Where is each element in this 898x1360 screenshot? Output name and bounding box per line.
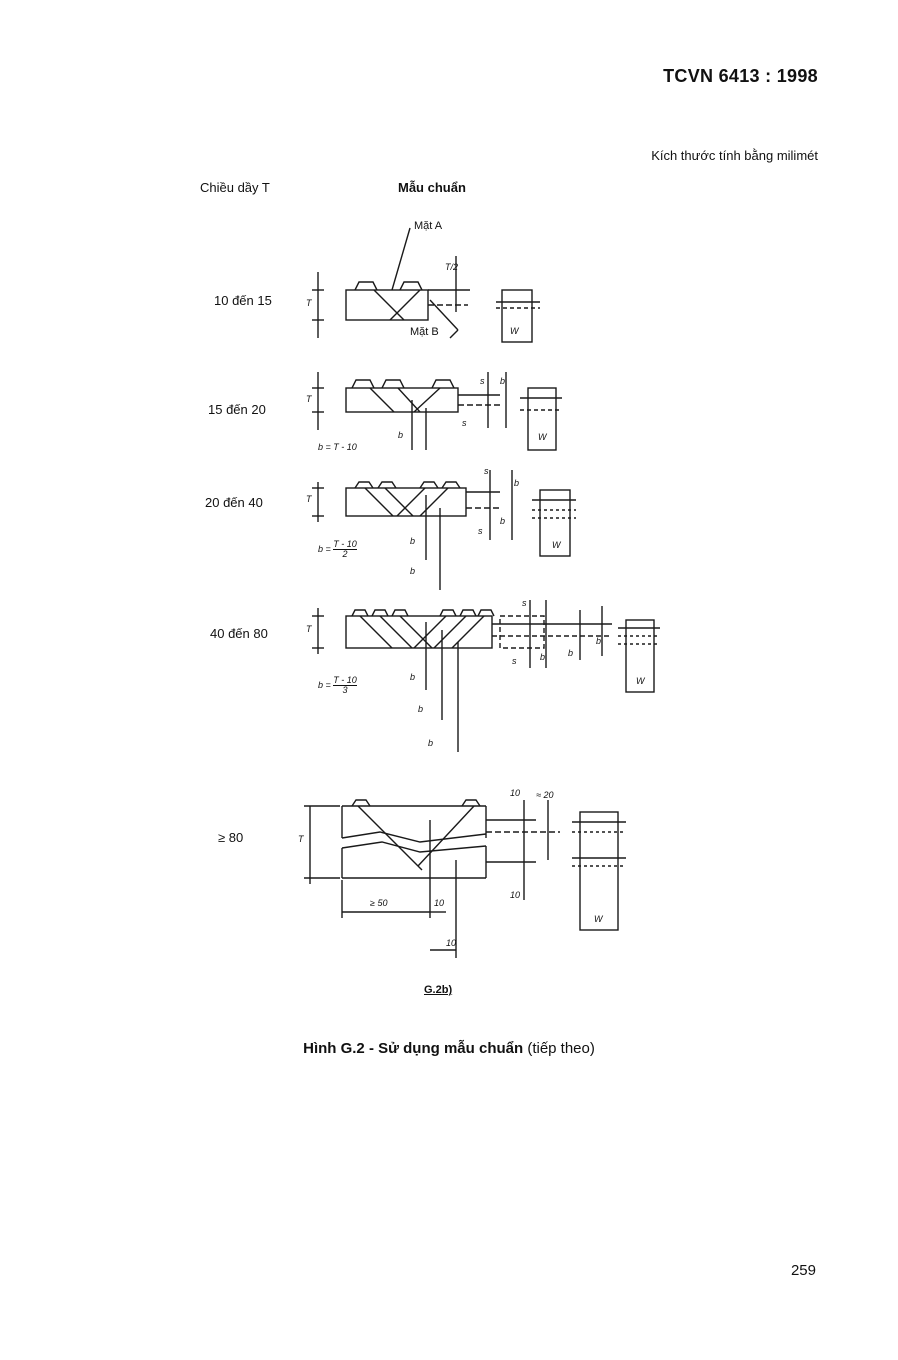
dim-w-row1: W [510,326,519,336]
formula-row2: b = T - 10 [318,442,357,452]
dim-approx20-row5: ≈ 20 [536,790,554,800]
dim-s-row4a: s [522,598,527,608]
dim-s-row4b: s [512,656,517,666]
thickness-column-heading: Chiều dầy T [200,180,270,195]
row-label-2: 15 đến 20 [208,402,266,417]
dim-10-row5d: 10 [446,938,457,948]
dim-b-row4a: b [540,652,546,662]
dim-b-row3a: b [514,478,520,488]
dim-b-row4d: b [410,672,416,682]
dim-t-row5: T [298,834,304,844]
page-number: 259 [790,1262,816,1279]
dim-b-row3c: b [410,536,416,546]
dim-t-row3: T [306,494,312,504]
row-label-4: 40 đến 80 [210,626,268,641]
dim-ge50-row5: ≥ 50 [370,898,388,908]
dim-b-row3b: b [500,516,506,526]
formula-row4-fraction: T - 10 3 [333,676,357,695]
standard-number: TCVN 6413 : 1998 [663,66,818,86]
dim-w-row2: W [538,432,547,442]
row2-drawing [312,372,562,451]
figure-caption-bold: Hình G.2 - Sử dụng mẫu chuẩn [303,1040,524,1057]
subfigure-label: G.2b) [424,984,453,996]
formula-row3-numerator: T - 10 [333,539,357,550]
dim-s-row3b: s [478,526,483,536]
formula-row3-prefix: b = [318,543,331,554]
dim-10-row5a: 10 [510,788,521,798]
row1-drawing [312,227,540,343]
dim-s-row2b: s [462,418,467,428]
dim-s-row2a: s [480,376,485,386]
dim-s-row3a: s [484,466,489,476]
row-label-3: 20 đến 40 [205,495,263,510]
formula-row4-prefix: b = [318,679,331,690]
dim-10-row5c: 10 [434,898,445,908]
face-a-label: Mặt A [414,220,443,232]
dim-t2-row1: T/2 [445,262,459,272]
dim-w-row5: W [594,914,603,924]
dim-w-row3: W [552,540,561,550]
face-b-label: Mặt B [410,326,439,338]
formula-row3-fraction: T - 10 2 [333,540,357,559]
dim-b-row3d: b [410,566,416,576]
dim-b-row4f: b [428,738,434,748]
dim-t-row2: T [306,394,312,404]
dim-b-row2b: b [398,430,404,440]
row-label-5: ≥ 80 [218,830,244,845]
reference-block-column-heading: Mẫu chuẩn [398,180,466,195]
dim-t-row4: T [306,624,312,634]
dim-b-row2a: b [500,376,506,386]
row-label-1: 10 đến 15 [214,293,272,308]
dim-t-row1: T [306,298,312,308]
formula-row4-numerator: T - 10 [333,675,357,686]
dim-b-row4c: b [596,636,602,646]
dim-b-row4b: b [568,648,574,658]
figure-caption-normal: (tiếp theo) [527,1040,595,1057]
row5-drawing [304,799,626,958]
figure-caption: Hình G.2 - Sử dụng mẫu chuẩn (tiếp theo) [0,1040,898,1057]
units-note: Kích thước tính bằng milimét [651,148,818,163]
row4-drawing [312,600,660,752]
dim-b-row4e: b [418,704,424,714]
formula-row3: b = T - 10 2 [318,540,357,559]
dim-w-row4: W [636,676,645,686]
dim-10-row5b: 10 [510,890,521,900]
formula-row3-denominator: 2 [342,549,348,559]
row3-drawing [312,470,576,590]
formula-row4: b = T - 10 3 [318,676,357,695]
formula-row4-denominator: 3 [342,685,348,695]
